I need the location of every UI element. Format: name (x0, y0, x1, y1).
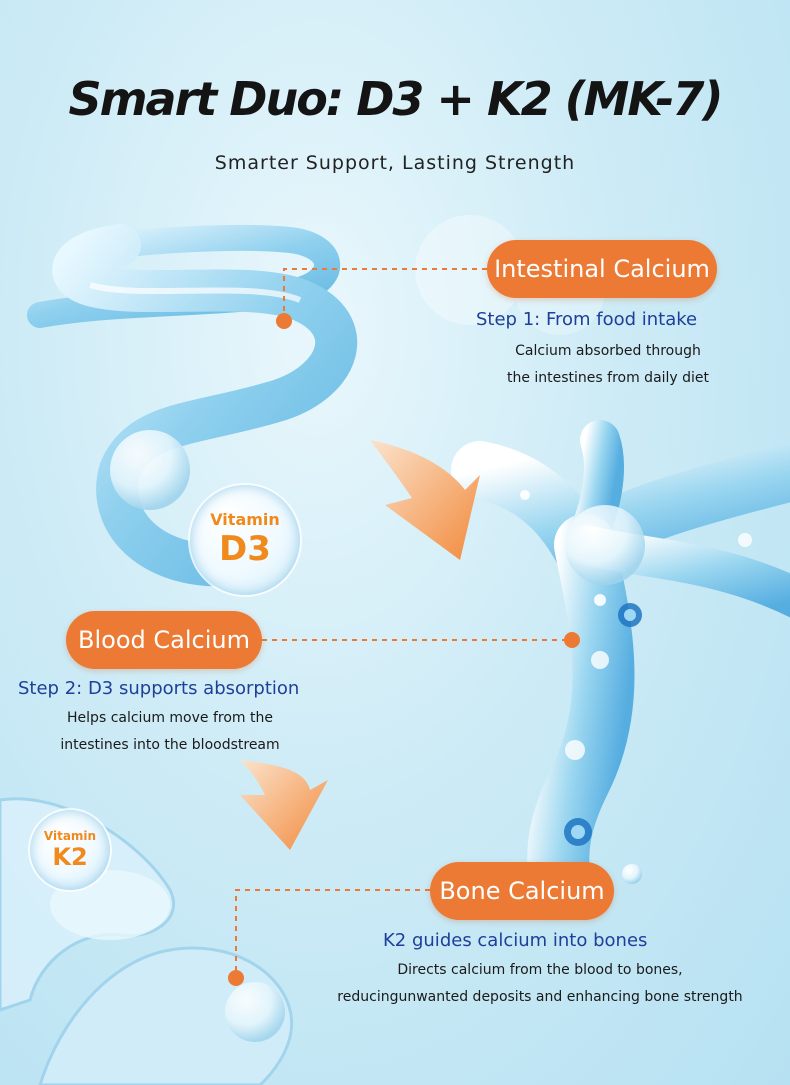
vitamin-k2-badge-top: Vitamin (43, 829, 97, 843)
bone-calcium-label: Bone Calcium (430, 862, 614, 920)
step-1-description: Calcium absorbed through the intestines … (488, 338, 728, 392)
blood-calcium-label: Blood Calcium (66, 611, 262, 669)
step-2-line-1: Helps calcium move from the (67, 710, 273, 726)
step-2-description: Helps calcium move from the intestines i… (30, 705, 310, 759)
blood-vessel-graphic (451, 420, 790, 911)
arrow-down-icon (240, 760, 328, 850)
bubble-decoration (225, 982, 285, 1042)
glow-decoration (415, 215, 525, 325)
vitamin-d3-badge: Vitamin D3 (190, 485, 300, 595)
arrow-down-icon (370, 440, 480, 560)
step-3-description: Directs calcium from the blood to bones,… (300, 957, 780, 1011)
step-3-line-1: Directs calcium from the blood to bones, (397, 962, 683, 978)
step-1-line-1: Calcium absorbed through (515, 343, 701, 359)
page-title: Smart Duo: D3 + K2 (MK-7) (68, 72, 723, 126)
bubble-decoration (565, 505, 645, 585)
marker-dot (276, 313, 292, 329)
marker-dot (564, 632, 580, 648)
vitamin-k2-badge-main: K2 (52, 843, 88, 871)
intestinal-calcium-label: Intestinal Calcium (487, 240, 717, 298)
bubble-decoration (110, 430, 190, 510)
intestine-graphic (27, 224, 358, 587)
connector-lines (235, 268, 572, 978)
step-2-heading: Step 2: D3 supports absorption (18, 678, 300, 699)
marker-dot (228, 970, 244, 986)
vitamin-d3-badge-top: Vitamin (210, 510, 280, 529)
step-3-line-2: reducingunwanted deposits and enhancing … (337, 989, 743, 1005)
step-2-line-2: intestines into the bloodstream (60, 737, 280, 753)
page-subtitle: Smarter Support, Lasting Strength (214, 152, 576, 174)
vitamin-d3-badge-main: D3 (219, 529, 271, 569)
vitamin-k2-badge: Vitamin K2 (30, 810, 110, 890)
step-3-heading: K2 guides calcium into bones (383, 930, 648, 951)
step-1-line-2: the intestines from daily diet (506, 370, 710, 386)
step-1-heading: Step 1: From food intake (476, 309, 698, 330)
